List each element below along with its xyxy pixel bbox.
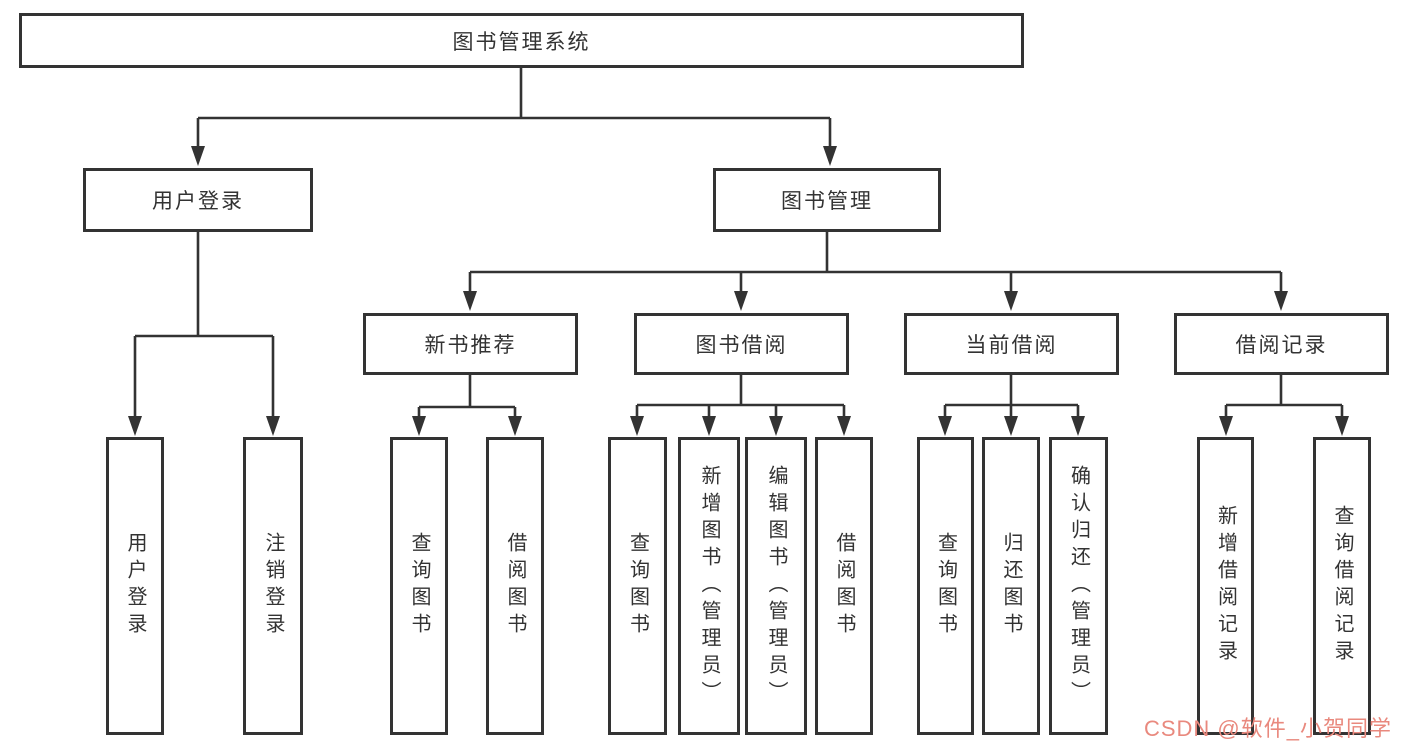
arrowhead-icon <box>630 416 644 436</box>
arrowhead-icon <box>508 416 522 436</box>
node-new-book-recommend: 新书推荐 <box>363 313 578 375</box>
connector-userlogin-to-leaves <box>133 232 275 419</box>
leaf-query-borrow-record: 查询借阅记录 <box>1313 437 1371 735</box>
arrowhead-icon <box>702 416 716 436</box>
arrowhead-icon <box>938 416 952 436</box>
leaf-query-books-current: 查询图书 <box>917 437 974 735</box>
arrowhead-icon <box>1274 291 1288 311</box>
node-library-management-system: 图书管理系统 <box>19 13 1024 68</box>
connector-newbookrec-to-leaves <box>417 375 517 419</box>
leaf-add-books-admin: 新增图书（管理员） <box>678 437 740 735</box>
leaf-return-books: 归还图书 <box>982 437 1040 735</box>
arrowhead-icon <box>1219 416 1233 436</box>
arrowhead-icon <box>191 146 205 166</box>
node-borrowing-records: 借阅记录 <box>1174 313 1389 375</box>
arrowhead-icon <box>1004 291 1018 311</box>
connector-bookborrow-to-leaves <box>635 375 846 419</box>
leaf-query-books-borrowing: 查询图书 <box>608 437 667 735</box>
arrowhead-icon <box>1335 416 1349 436</box>
connector-bookmgmt-to-level3 <box>468 232 1283 295</box>
leaf-add-borrow-record: 新增借阅记录 <box>1197 437 1254 735</box>
arrowhead-icon <box>837 416 851 436</box>
csdn-watermark: CSDN @软件_小贺同学 <box>1143 716 1392 741</box>
arrowhead-icon <box>128 416 142 436</box>
arrowhead-icon <box>1071 416 1085 436</box>
leaf-logout: 注销登录 <box>243 437 303 735</box>
leaf-confirm-return-admin: 确认归还（管理员） <box>1049 437 1108 735</box>
leaf-edit-books-admin: 编辑图书（管理员） <box>745 437 807 735</box>
node-user-login: 用户登录 <box>83 168 313 232</box>
connector-currentborrow-to-leaves <box>943 375 1080 419</box>
node-book-management: 图书管理 <box>713 168 941 232</box>
arrowhead-icon <box>412 416 426 436</box>
arrowhead-icon <box>734 291 748 311</box>
leaf-user-login: 用户登录 <box>106 437 164 735</box>
arrowhead-icon <box>463 291 477 311</box>
node-book-borrowing: 图书借阅 <box>634 313 849 375</box>
arrowhead-icon <box>1004 416 1018 436</box>
connector-root-to-level2 <box>196 68 832 150</box>
arrowhead-icon <box>769 416 783 436</box>
leaf-borrow-books: 借阅图书 <box>815 437 873 735</box>
node-current-borrowing: 当前借阅 <box>904 313 1119 375</box>
leaf-query-books-recommend: 查询图书 <box>390 437 448 735</box>
arrowhead-icon <box>266 416 280 436</box>
arrowhead-icon <box>823 146 837 166</box>
connector-borrowrecord-to-leaves <box>1224 375 1344 419</box>
leaf-borrow-books-recommend: 借阅图书 <box>486 437 544 735</box>
